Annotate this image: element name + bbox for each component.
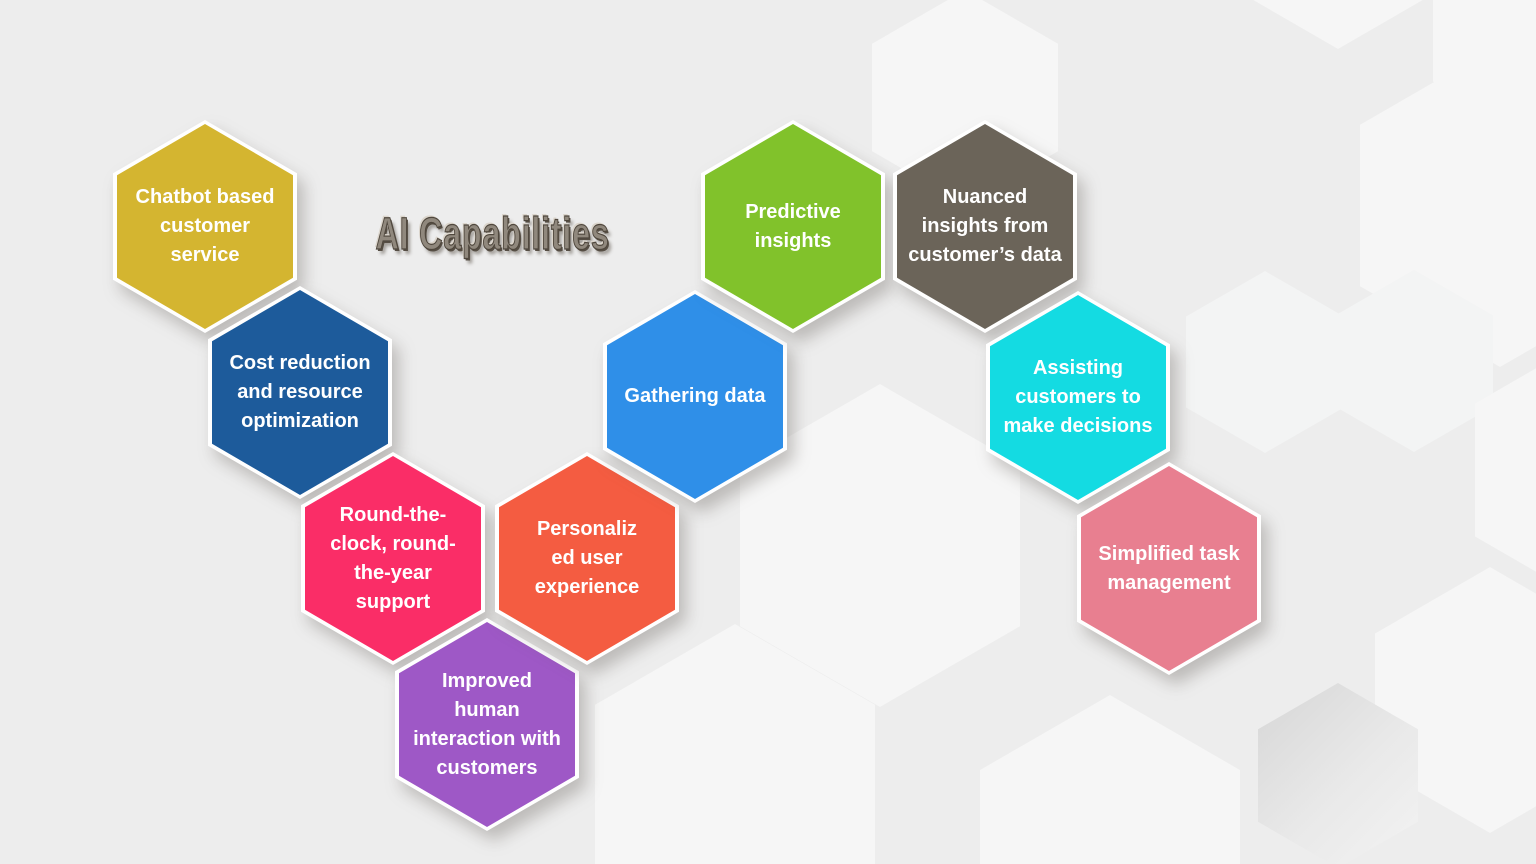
hexagon-improved-human-interaction: Improved human interaction with customer…: [395, 618, 579, 831]
hexagon-label: Assisting customers to make decisions: [1003, 357, 1153, 437]
hexagon-label: Cost reduction and resource optimization: [229, 352, 371, 432]
background-hexagon: [1186, 271, 1344, 453]
background-hexagon: [980, 695, 1240, 864]
hexagon-simplified-task-management: Simplified task management: [1077, 462, 1261, 675]
hexagon-label: Nuanced insights from customer’s data: [908, 186, 1062, 266]
hexagon-assisting-customers-make-decisions: Assisting customers to make decisions: [986, 291, 1170, 504]
hexagon-label: Chatbot based customer service: [135, 186, 275, 266]
hexagon-cost-reduction-resource-optimization: Cost reduction and resource optimization: [208, 286, 392, 499]
hexagon-gathering-data: Gathering data: [603, 290, 787, 503]
hexagon-label: Round-the- clock, round- the-year suppor…: [330, 503, 456, 613]
hexagon-round-the-clock-support: Round-the- clock, round- the-year suppor…: [301, 452, 485, 665]
hexagon-label: Predictive insights: [745, 200, 841, 252]
hexagon-fill: [399, 622, 575, 827]
hexagon-predictive-insights: Predictive insights: [701, 120, 885, 333]
hexagon-personalized-user-experience: Personaliz ed user experience: [495, 452, 679, 665]
page-title: AI Capabilities: [350, 205, 635, 263]
hexagon-label: Gathering data: [624, 385, 766, 407]
hexagon-label: Improved human interaction with customer…: [413, 669, 561, 779]
background-hexagon: [1335, 270, 1493, 452]
hexagon-chatbot-based-customer-service: Chatbot based customer service: [113, 120, 297, 333]
hexagon-label: Personaliz ed user experience: [534, 518, 640, 598]
hexagon-nuanced-insights-from-customer-data: Nuanced insights from customer’s data: [893, 120, 1077, 333]
hexagon-label: Simplified task management: [1098, 542, 1240, 594]
hexagon-fill: [1081, 466, 1257, 671]
background-hexagon: [1245, 0, 1431, 49]
page-title-text: AI Capabilities: [375, 207, 610, 259]
